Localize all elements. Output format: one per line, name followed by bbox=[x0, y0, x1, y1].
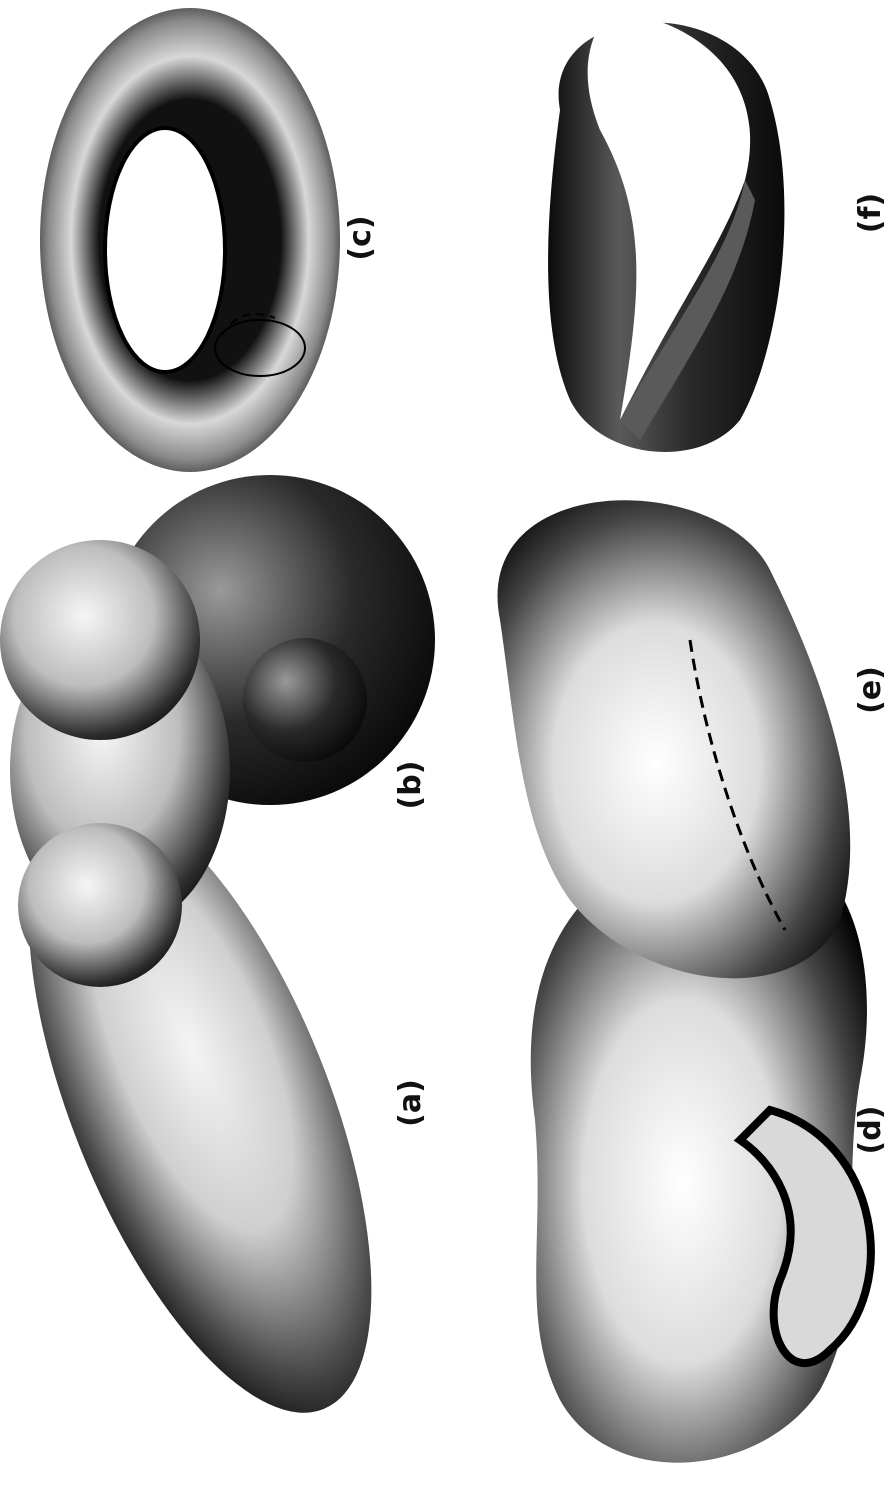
panel-e-label: (e) bbox=[853, 666, 888, 714]
panel-c-label: (c) bbox=[343, 215, 378, 260]
blob-shape bbox=[498, 500, 851, 978]
panel-a-label: (a) bbox=[393, 1079, 428, 1127]
sphere-top bbox=[0, 540, 200, 740]
torus-hole bbox=[105, 128, 225, 372]
panel-f: (f) bbox=[548, 10, 888, 452]
sphere-right-dark bbox=[243, 638, 367, 762]
panel-f-label: (f) bbox=[853, 193, 888, 233]
panel-e: (e) bbox=[498, 500, 888, 978]
panel-b-label: (b) bbox=[393, 761, 428, 810]
sphere-bottom bbox=[18, 823, 182, 987]
panel-d-label: (d) bbox=[853, 1106, 888, 1155]
panel-c: (c) bbox=[40, 8, 378, 472]
